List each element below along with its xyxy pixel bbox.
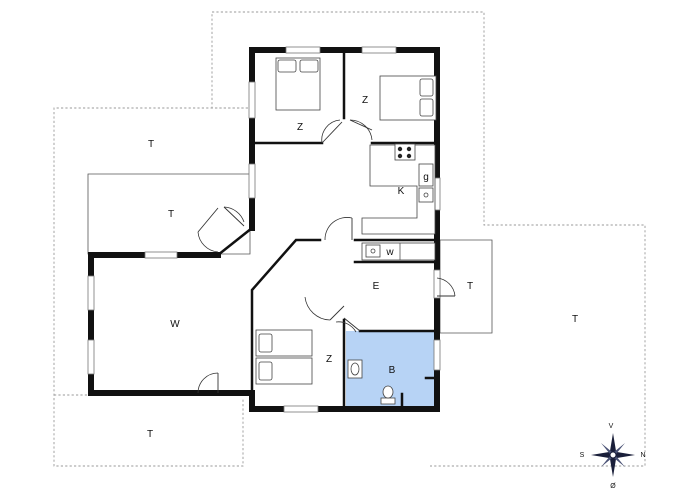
window-bedroom-top-right: [361, 46, 397, 54]
compass-label-south: S: [580, 452, 585, 459]
terrace-left-outline: [53, 107, 248, 467]
compass-label-west: V: [609, 423, 614, 430]
terrace-top-left-outline: [211, 11, 646, 467]
compass-needle-north: [610, 433, 616, 455]
bed-top-right: [379, 75, 437, 121]
doors: [197, 119, 456, 394]
kitchen-counter: [361, 144, 436, 235]
window-living-top: [144, 251, 178, 259]
compass-center: [609, 451, 617, 459]
window-bedroom-west: [248, 81, 256, 119]
door-leaf-bedroom-top-right: [349, 119, 373, 131]
pillow-icon: [419, 78, 434, 97]
pillow-icon: [277, 59, 297, 73]
compass-needle-east: [613, 452, 635, 458]
window-living-west-2: [87, 339, 95, 375]
room-label-terrace-bottom-left: T: [147, 429, 153, 440]
room-label-bedroom-lower: Z: [326, 354, 332, 365]
window-bedroom-lower-south: [283, 405, 319, 413]
door-arc-living-terrace-2: [223, 206, 245, 223]
door-arc-living-terrace: [197, 231, 219, 253]
door-leaf-bedroom-lower: [329, 305, 345, 321]
compass-label-north: N: [640, 452, 645, 459]
pillow-icon: [419, 98, 434, 117]
compass-diagonal: [613, 455, 625, 467]
room-label-terrace-right: T: [572, 314, 578, 325]
burner-icon: [397, 153, 403, 159]
compass-diagonal: [601, 455, 613, 467]
compass-label-east: Ø: [610, 483, 616, 490]
bed-lower-1: [255, 329, 313, 357]
cooktop-icon: [394, 143, 416, 161]
fridge-icon: [418, 163, 434, 187]
bathroom-fixtures: [347, 359, 437, 408]
door-arc-bedroom-top-left: [321, 119, 341, 144]
kitchen-fixtures: [361, 143, 436, 235]
pillow-icon: [299, 59, 319, 73]
room-label-terrace-right-small: T: [467, 281, 473, 292]
room-label-utility: w: [385, 247, 394, 258]
compass-needle-west: [591, 452, 613, 458]
room-label-terrace-top-left: T: [148, 139, 154, 150]
bed-top-left: [275, 57, 321, 111]
toilet-bowl-icon: [382, 385, 394, 399]
door-arc-bathroom: [335, 321, 357, 333]
window-bedroom-top-left: [285, 46, 321, 54]
utility-fixtures: [361, 242, 436, 261]
room-label-kitchen-g: g: [423, 172, 429, 183]
burner-icon: [406, 146, 412, 152]
room-label-terrace-left: T: [168, 209, 174, 220]
burner-icon: [406, 153, 412, 159]
terraces: [53, 11, 646, 467]
compass-rose: V Ø S N: [580, 423, 646, 490]
burner-icon: [397, 146, 403, 152]
toilet-tank-icon: [380, 397, 396, 405]
door-leaf-living-terrace: [197, 207, 219, 233]
door-arc-entrance-north: [324, 217, 353, 241]
room-label-bathroom: B: [389, 365, 396, 376]
compass-diagonal: [613, 443, 625, 455]
compass-diagonal: [601, 443, 613, 455]
wall-lower-right: [249, 237, 440, 412]
basin-bowl-icon: [350, 362, 360, 376]
windows: [87, 46, 441, 413]
room-label-bedroom-top-left: Z: [297, 122, 303, 133]
wall-living-corner: [216, 226, 254, 257]
window-living-north: [248, 163, 256, 199]
door-leaf-living-terrace-2: [223, 206, 245, 227]
room-labels: T T Z Z K g w W E Z B T T T: [147, 95, 578, 440]
pillow-icon: [258, 333, 273, 353]
interior-walls: [216, 50, 437, 409]
window-bath-east: [433, 339, 441, 371]
door-leaf-bathroom: [343, 317, 361, 332]
door-arc-living-south: [197, 372, 219, 394]
window-entrance-east: [433, 269, 441, 299]
room-label-entrance: E: [373, 281, 380, 292]
pillow-icon: [258, 361, 273, 381]
door-arc-bedroom-top-right: [349, 119, 373, 141]
covered-terraces: [87, 173, 493, 334]
window-living-west-1: [87, 275, 95, 311]
drain-icon: [370, 248, 376, 254]
room-label-kitchen: K: [398, 186, 405, 197]
wall-bedroom-lower-diagonal: [250, 238, 322, 395]
door-leaf-bedroom-top-left: [321, 121, 343, 144]
compass-needle-south: [610, 455, 616, 477]
beds: [255, 57, 437, 385]
bed-lower-2: [255, 357, 313, 385]
room-label-bedroom-top-right: Z: [362, 95, 368, 106]
drain-icon: [423, 192, 429, 198]
room-label-living: W: [170, 319, 180, 330]
door-arc-bedroom-lower: [304, 296, 331, 321]
door-arc-entrance-east: [436, 277, 456, 297]
